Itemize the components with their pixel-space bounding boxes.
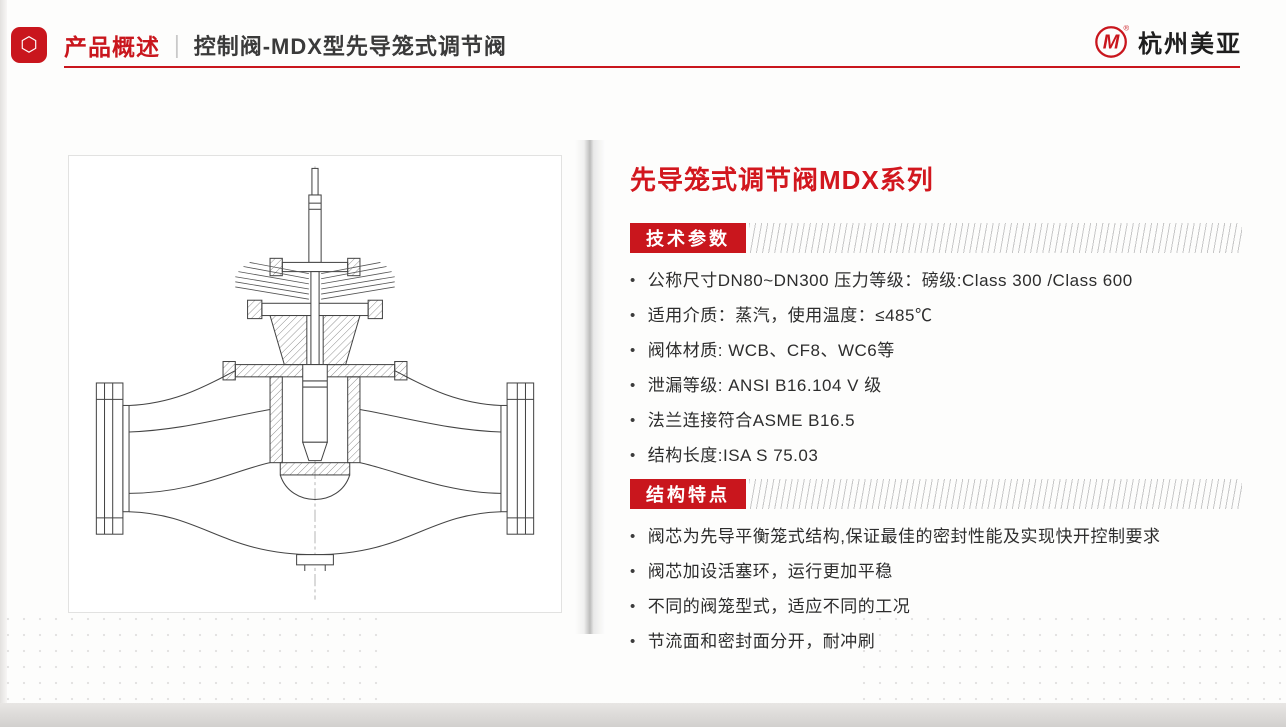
bullet-text: 阀芯为先导平衡笼式结构,保证最佳的密封性能及实现快开控制要求	[647, 527, 1161, 546]
bullet-dot-icon: •	[630, 272, 636, 289]
hatch-band	[749, 223, 1242, 253]
bullet-dot-icon: •	[630, 528, 636, 545]
bullet-text: 不同的阀笼型式，适应不同的工况	[647, 597, 911, 616]
dot-pattern-left	[0, 611, 390, 703]
list-item: • 阀芯为先导平衡笼式结构,保证最佳的密封性能及实现快开控制要求	[630, 525, 1242, 549]
bullet-text: 节流面和密封面分开，耐冲刷	[647, 632, 876, 651]
bottom-bar	[0, 703, 1286, 727]
hexagon-glyph: ⬡	[20, 34, 38, 56]
bullet-text: 阀体材质: WCB、CF8、WC6等	[647, 341, 895, 360]
page-fold-shadow	[575, 140, 605, 634]
tech-params-section-header: 技术参数	[630, 223, 1242, 253]
list-item: • 泄漏等级: ANSI B16.104 V 级	[630, 374, 1242, 398]
tech-params-badge: 技术参数	[630, 223, 746, 253]
bullet-dot-icon: •	[630, 412, 636, 429]
list-item: • 公称尺寸DN80~DN300 压力等级：磅级:Class 300 /Clas…	[630, 269, 1242, 293]
bullet-text: 泄漏等级: ANSI B16.104 V 级	[647, 376, 882, 395]
valve-technical-drawing	[95, 166, 535, 600]
bullet-text: 法兰连接符合ASME B16.5	[647, 411, 856, 430]
tech-params-list: • 公称尺寸DN80~DN300 压力等级：磅级:Class 300 /Clas…	[630, 269, 1242, 468]
header-separator: |	[174, 30, 180, 59]
content-panel: 先导笼式调节阀MDX系列 技术参数 • 公称尺寸DN80~DN300 压力等级：…	[630, 160, 1242, 665]
list-item: • 阀体材质: WCB、CF8、WC6等	[630, 339, 1242, 363]
hatch-band	[749, 479, 1242, 509]
bullet-dot-icon: •	[630, 447, 636, 464]
brand-name: 杭州美亚	[1138, 30, 1242, 58]
features-badge: 结构特点	[630, 479, 746, 509]
hexagon-box-icon: ⬡	[11, 27, 47, 63]
header-underline	[64, 66, 1240, 68]
page-header: 产品概述 | 控制阀-MDX型先导笼式调节阀	[64, 29, 507, 61]
list-item: • 结构长度:ISA S 75.03	[630, 444, 1242, 468]
list-item: • 节流面和密封面分开，耐冲刷	[630, 630, 1242, 654]
svg-text:®: ®	[1123, 24, 1129, 33]
bullet-dot-icon: •	[630, 598, 636, 615]
logo-mark-icon: M ®	[1095, 24, 1129, 58]
bullet-dot-icon: •	[630, 307, 636, 324]
list-item: • 法兰连接符合ASME B16.5	[630, 409, 1242, 433]
brand-logo: M ® 杭州美亚	[1093, 22, 1242, 60]
bullet-dot-icon: •	[630, 633, 636, 650]
bullet-text: 阀芯加设活塞环，运行更加平稳	[647, 562, 893, 581]
features-section-header: 结构特点	[630, 479, 1242, 509]
drawing-card	[68, 155, 562, 613]
bullet-dot-icon: •	[630, 563, 636, 580]
bullet-text: 结构长度:ISA S 75.03	[647, 446, 819, 465]
content-title: 先导笼式调节阀MDX系列	[630, 165, 934, 195]
list-item: • 阀芯加设活塞环，运行更加平稳	[630, 560, 1242, 584]
bullet-dot-icon: •	[630, 342, 636, 359]
bullet-text: 公称尺寸DN80~DN300 压力等级：磅级:Class 300 /Class …	[647, 271, 1133, 290]
list-item: • 不同的阀笼型式，适应不同的工况	[630, 595, 1242, 619]
svg-text:M: M	[1103, 32, 1120, 54]
dot-pattern-right	[856, 611, 1286, 703]
left-edge-strip	[0, 0, 7, 727]
bullet-text: 适用介质：蒸汽，使用温度：≤485℃	[647, 306, 933, 325]
section-label: 产品概述	[64, 34, 160, 60]
list-item: • 适用介质：蒸汽，使用温度：≤485℃	[630, 304, 1242, 328]
page-title: 控制阀-MDX型先导笼式调节阀	[193, 34, 507, 59]
bullet-dot-icon: •	[630, 377, 636, 394]
features-list: • 阀芯为先导平衡笼式结构,保证最佳的密封性能及实现快开控制要求 • 阀芯加设活…	[630, 525, 1242, 654]
